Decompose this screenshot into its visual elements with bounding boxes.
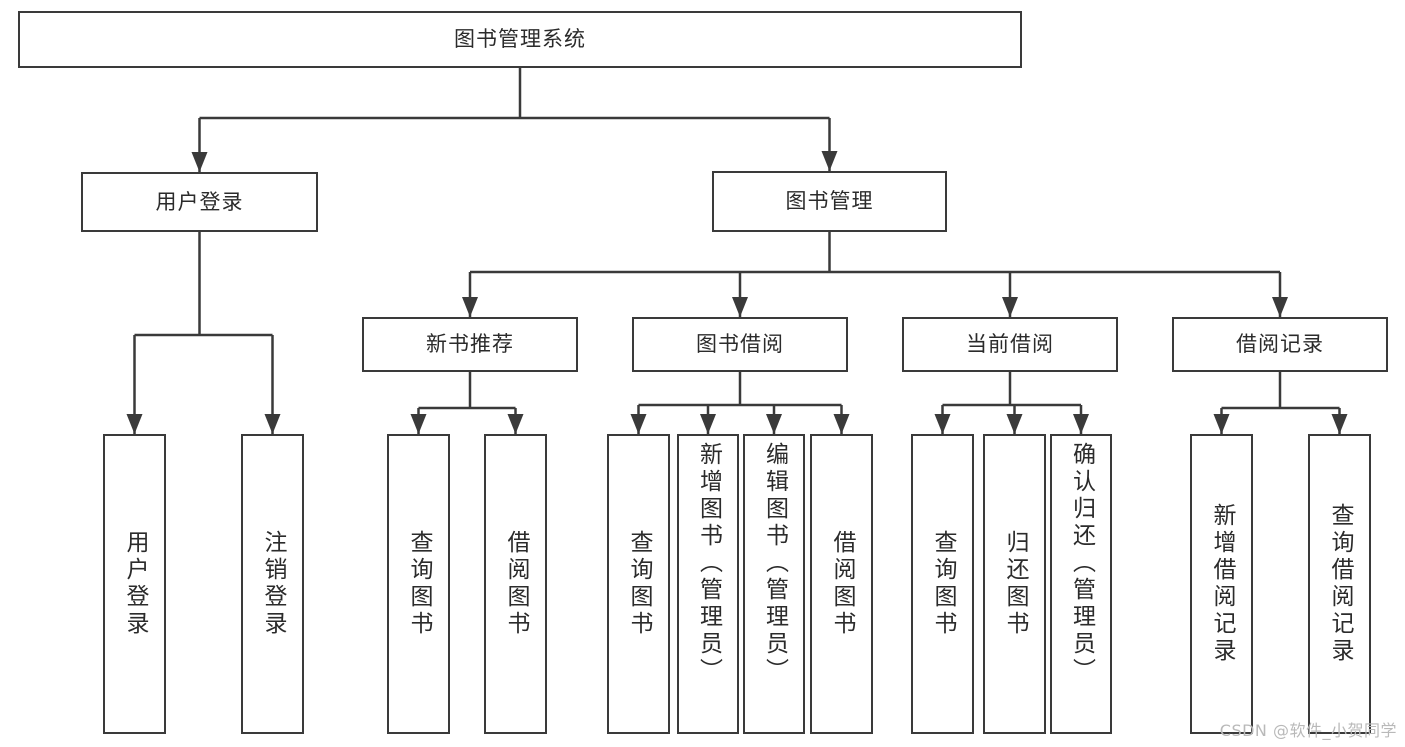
node-root[interactable]: 图书管理系统 — [18, 11, 1022, 68]
arrow-book-borrow — [732, 297, 748, 317]
arrow-leaf-query-book-1 — [410, 414, 427, 434]
node-leaf-query-book-1[interactable]: 查询图书 — [387, 434, 450, 734]
arrow-leaf-return-book — [1006, 414, 1023, 434]
node-leaf-return-book[interactable]: 归还图书 — [983, 434, 1046, 734]
node-label: 新增图书（管理员） — [695, 442, 722, 685]
node-borrow-record[interactable]: 借阅记录 — [1172, 317, 1388, 372]
node-leaf-query-record[interactable]: 查询借阅记录 — [1308, 434, 1371, 734]
node-label: 用户登录 — [155, 189, 244, 214]
node-label: 图书管理 — [785, 189, 874, 214]
arrow-leaf-user-login — [126, 414, 143, 434]
node-leaf-query-book-2[interactable]: 查询图书 — [607, 434, 670, 734]
arrow-leaf-add-book — [700, 414, 716, 434]
arrow-current-borrow — [1002, 297, 1018, 317]
arrow-user-login — [191, 152, 208, 172]
node-leaf-query-book-3[interactable]: 查询图书 — [911, 434, 974, 734]
arrow-leaf-borrow-book-2 — [833, 414, 850, 434]
node-label: 查询图书 — [930, 530, 956, 638]
node-user-login[interactable]: 用户登录 — [81, 172, 318, 232]
node-label: 借阅记录 — [1236, 332, 1324, 357]
node-label: 图书借阅 — [696, 332, 784, 357]
arrow-borrow-record — [1272, 297, 1288, 317]
node-leaf-edit-book[interactable]: 编辑图书（管理员） — [743, 434, 805, 734]
node-label: 查询图书 — [406, 530, 432, 638]
arrow-leaf-logout — [264, 414, 281, 434]
node-leaf-confirm-return[interactable]: 确认归还（管理员） — [1050, 434, 1112, 734]
node-label: 查询图书 — [626, 530, 652, 638]
node-new-book-recommend[interactable]: 新书推荐 — [362, 317, 578, 372]
arrow-leaf-borrow-book-1 — [507, 414, 524, 434]
node-label: 图书管理系统 — [454, 27, 586, 52]
node-label: 新书推荐 — [426, 332, 514, 357]
node-label: 查询借阅记录 — [1327, 503, 1353, 665]
watermark-label: CSDN @软件_小贺同学 — [1219, 721, 1397, 740]
node-leaf-add-record[interactable]: 新增借阅记录 — [1190, 434, 1253, 734]
node-label: 确认归还（管理员） — [1068, 442, 1095, 685]
arrow-leaf-confirm-return — [1073, 414, 1089, 434]
node-label: 用户登录 — [122, 530, 148, 638]
arrow-leaf-add-record — [1213, 414, 1230, 434]
node-label: 编辑图书（管理员） — [761, 442, 788, 685]
arrow-leaf-query-record — [1331, 414, 1348, 434]
node-label: 借阅图书 — [829, 530, 855, 638]
node-label: 新增借阅记录 — [1209, 503, 1235, 665]
node-book-borrow[interactable]: 图书借阅 — [632, 317, 848, 372]
node-label: 借阅图书 — [503, 530, 529, 638]
node-book-manage[interactable]: 图书管理 — [712, 171, 947, 232]
node-label: 注销登录 — [260, 530, 286, 638]
node-leaf-add-book[interactable]: 新增图书（管理员） — [677, 434, 739, 734]
node-leaf-borrow-book-1[interactable]: 借阅图书 — [484, 434, 547, 734]
arrow-new-book-recommend — [462, 297, 478, 317]
arrow-leaf-edit-book — [766, 414, 782, 434]
node-leaf-borrow-book-2[interactable]: 借阅图书 — [810, 434, 873, 734]
arrow-book-manage — [821, 151, 838, 171]
node-label: 当前借阅 — [966, 332, 1054, 357]
arrow-leaf-query-book-3 — [934, 414, 951, 434]
node-label: 归还图书 — [1002, 530, 1028, 638]
node-leaf-logout[interactable]: 注销登录 — [241, 434, 304, 734]
node-current-borrow[interactable]: 当前借阅 — [902, 317, 1118, 372]
arrow-leaf-query-book-2 — [630, 414, 647, 434]
node-leaf-user-login[interactable]: 用户登录 — [103, 434, 166, 734]
